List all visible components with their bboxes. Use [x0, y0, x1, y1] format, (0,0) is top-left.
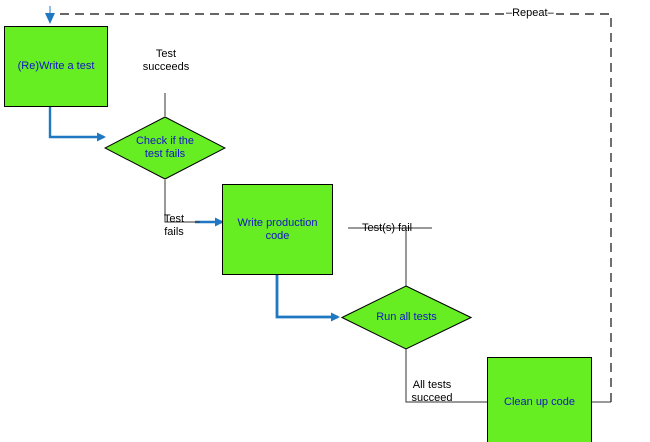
edge-write-to-run [275, 275, 340, 322]
node-write-production-code[interactable]: Write production code [222, 184, 333, 275]
edge-label-all-tests-succeed: All tests succeed [411, 379, 453, 404]
node-check-test-fails-label: Check if the test fails [135, 135, 195, 160]
node-run-all-tests-label: Run all tests [376, 311, 437, 323]
node-write-production-code-label: Write production code [237, 216, 318, 242]
edge-loop-arrowhead [45, 13, 55, 24]
node-run-all-tests[interactable]: Run all tests [341, 285, 472, 350]
node-check-test-fails[interactable]: Check if the test fails [104, 116, 226, 180]
loop-label-repeat: –Repeat– [504, 7, 556, 20]
edge-label-test-fails: Test fails [163, 213, 185, 238]
node-clean-up-code-label: Clean up code [504, 395, 575, 408]
edge-repeat-loop [56, 13, 612, 402]
edge-check-fails-path [164, 180, 200, 223]
edge-rewrite-to-check [48, 107, 106, 142]
node-rewrite-test[interactable]: (Re)Write a test [4, 26, 108, 107]
node-clean-up-code[interactable]: Clean up code [487, 357, 592, 442]
node-rewrite-test-label: (Re)Write a test [17, 60, 95, 72]
edge-label-tests-fail: Test(s) fail [362, 222, 413, 234]
edge-run-to-clean [405, 349, 487, 403]
edge-label-test-succeeds: Test succeeds [142, 48, 190, 73]
